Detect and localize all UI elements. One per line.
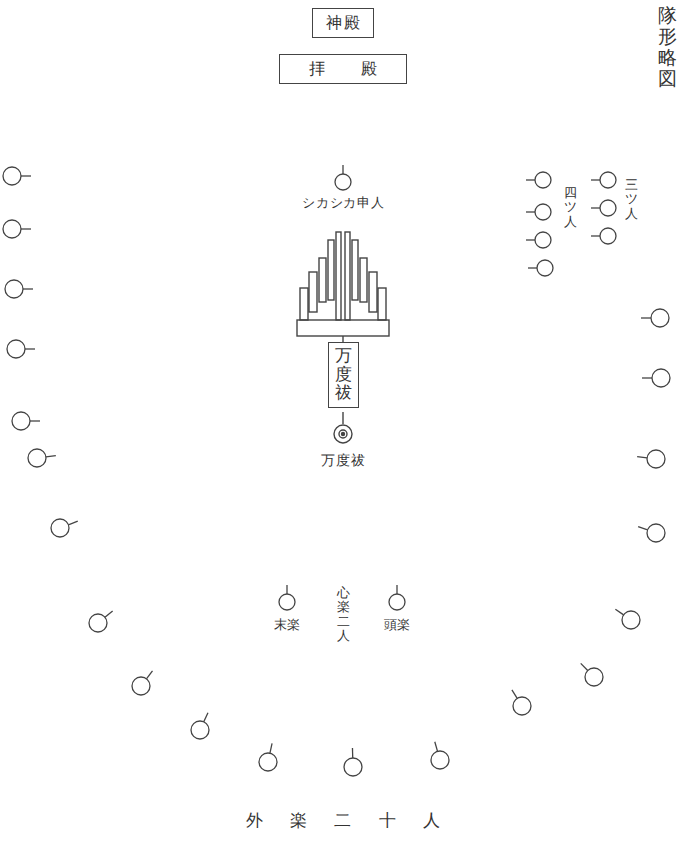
banner-box: 万度祓 — [328, 342, 359, 408]
group-label: 三ツ人 — [625, 178, 638, 221]
center-figures — [279, 165, 405, 610]
group-label: 四ツ人 — [564, 186, 577, 229]
musician-group-label: 心楽二人 — [337, 586, 350, 643]
diagram-title: 隊形略図 — [658, 6, 677, 90]
side-groups — [526, 172, 616, 276]
musician-label: 末楽 — [274, 618, 300, 632]
shrine-box: 神殿 — [312, 8, 373, 38]
hall-box: 拝殿 — [279, 54, 407, 84]
performer-label: シカシカ申人 — [302, 196, 384, 210]
node-text: 拝殿 — [309, 60, 411, 78]
node-text: 万度祓 — [335, 347, 352, 403]
banner-label: 万度祓 — [321, 453, 365, 468]
outer-group-label: 外楽二十人 — [246, 812, 467, 831]
outer-musicians — [3, 167, 670, 776]
node-text: 神殿 — [326, 14, 361, 32]
gohei-object — [297, 232, 389, 443]
musician-label: 頭楽 — [384, 618, 410, 632]
